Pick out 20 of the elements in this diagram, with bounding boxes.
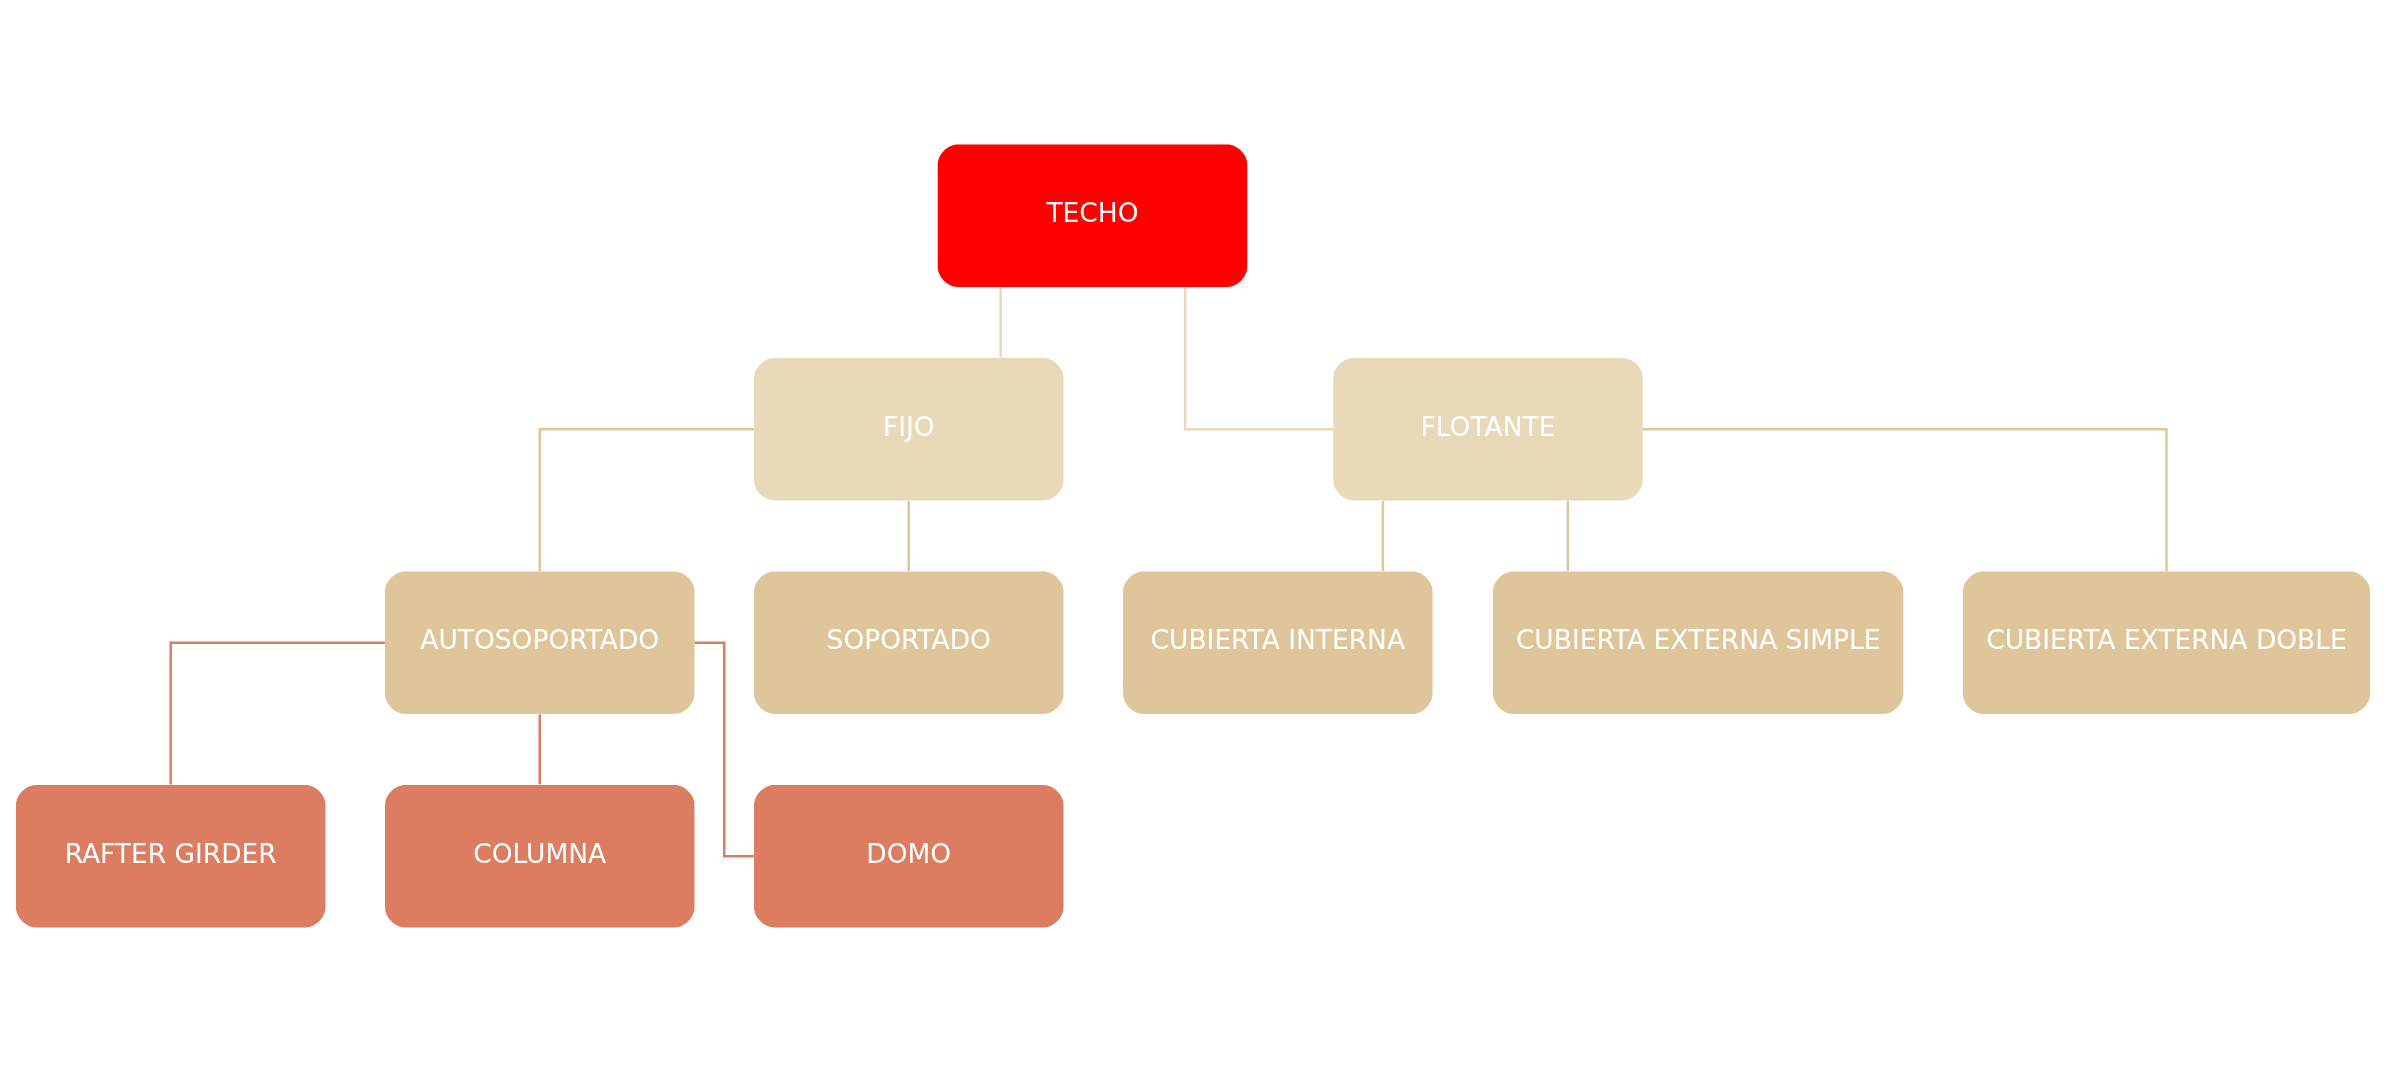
- connector: [999, 287, 1002, 358]
- node-box: SOPORTADO: [754, 571, 1064, 714]
- connector: [538, 428, 754, 572]
- node-box: FLOTANTE: [1333, 358, 1643, 501]
- connector: [1183, 287, 1333, 431]
- connector: [169, 641, 385, 785]
- connector: [907, 500, 910, 571]
- connector: [1566, 500, 1570, 571]
- connector: [1381, 500, 1385, 571]
- connector: [1642, 428, 2168, 572]
- node-box: COLUMNA: [385, 785, 695, 928]
- node-box: FIJO: [754, 358, 1064, 501]
- connector: [538, 714, 541, 785]
- node-box: CUBIERTA EXTERNA DOBLE: [1962, 571, 2371, 714]
- node-box: TECHO: [937, 144, 1248, 287]
- node-box: DOMO: [754, 785, 1064, 928]
- node-box: CUBIERTA EXTERNA SIMPLE: [1492, 571, 1904, 714]
- node-box: AUTOSOPORTADO: [385, 571, 695, 714]
- node-box: RAFTER GIRDER: [15, 785, 326, 928]
- node-box: CUBIERTA INTERNA: [1123, 571, 1433, 714]
